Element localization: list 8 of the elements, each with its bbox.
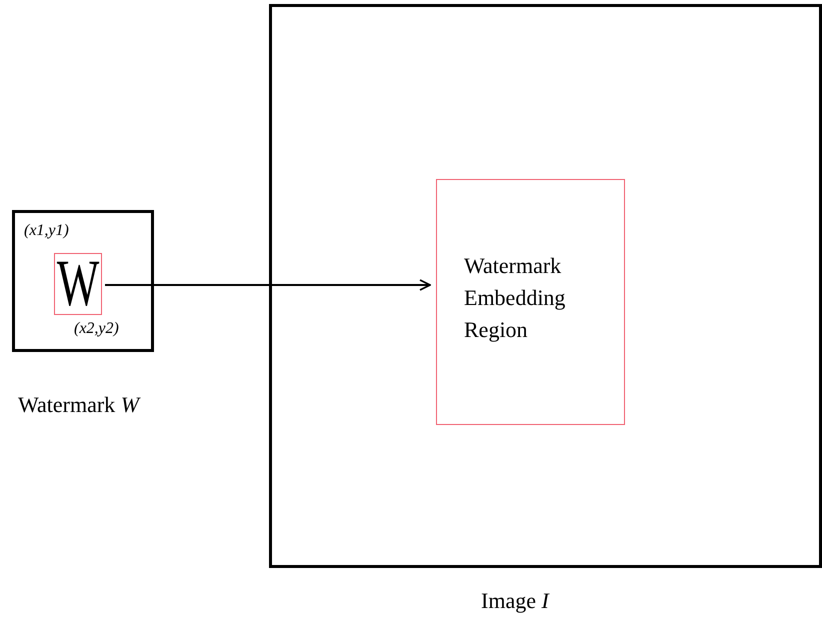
coordinate-label: (x1,y1) [24,222,69,240]
arrow [105,279,431,291]
coordinate-label: (x2,y2) [74,320,119,338]
caption-text: Image I [481,588,549,614]
embedding-region [436,179,625,425]
watermark-letter: W [56,255,100,313]
caption-text: Watermark W [18,392,140,418]
region-label: Watermark Embedding Region [464,252,566,344]
